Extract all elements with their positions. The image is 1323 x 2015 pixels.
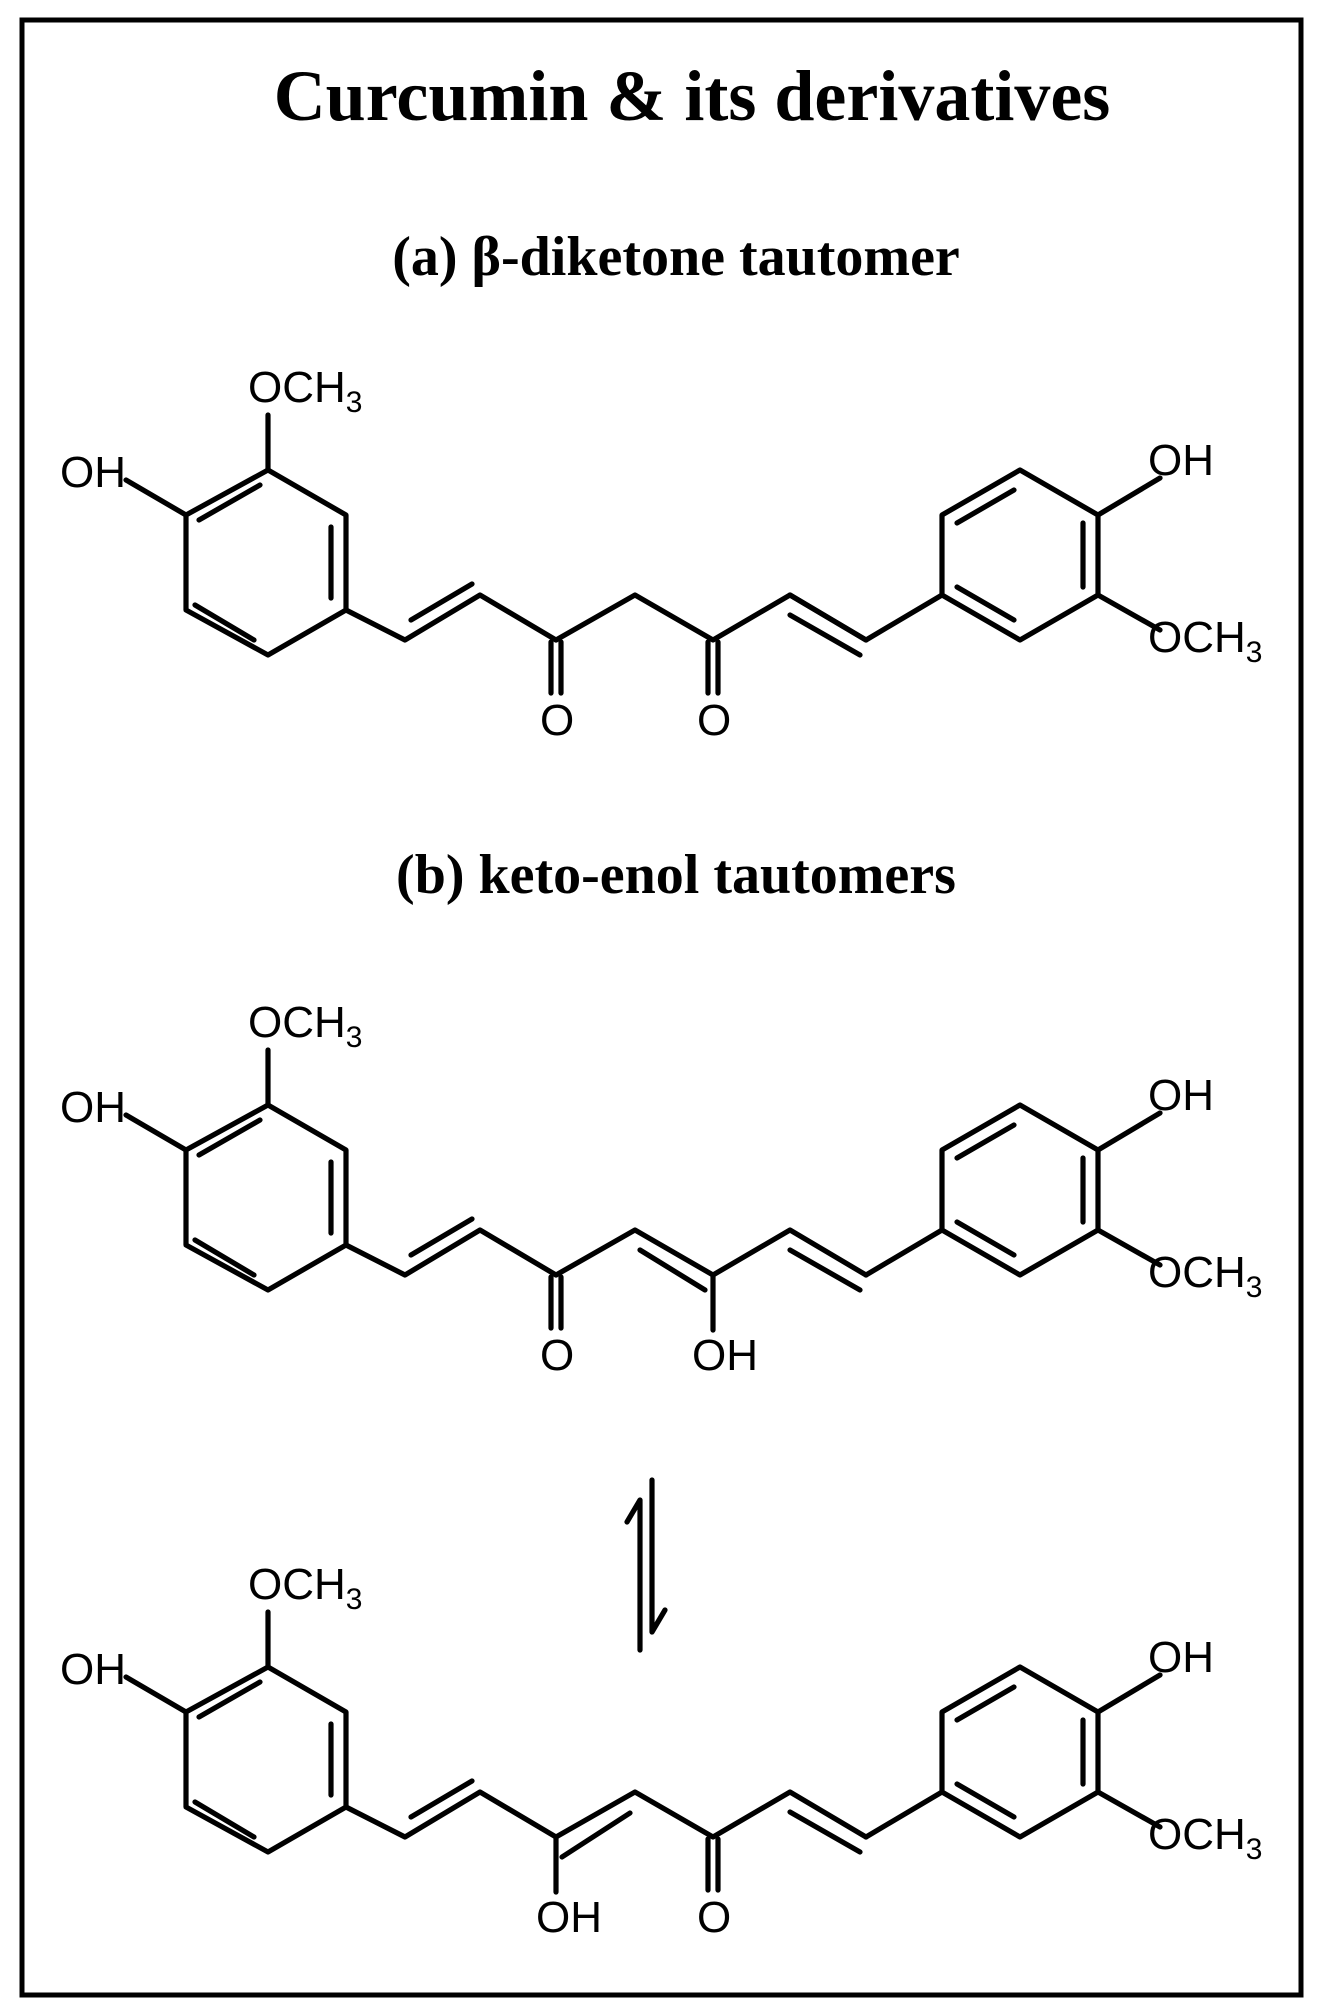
left-ring-inner-bonds bbox=[192, 1679, 334, 1840]
c5-carbonyl-bond bbox=[705, 639, 721, 696]
diketone-right-oh-label: OH bbox=[1148, 436, 1214, 485]
diketone-left-oh-label: OH bbox=[60, 448, 126, 497]
diketone-left-och3-label: OCH3 bbox=[248, 363, 362, 419]
right-ome-bond bbox=[1095, 592, 1163, 633]
figure-title: Curcumin & its derivatives bbox=[274, 56, 1111, 136]
enol-1-c5-hydroxyl-label: OH bbox=[692, 1331, 758, 1380]
enol-2-c3-hydroxyl-label: OH bbox=[536, 1893, 602, 1942]
c3-carbonyl-bond bbox=[548, 1274, 564, 1331]
left-vinyl-bonds bbox=[343, 581, 559, 643]
right-ring-bonds bbox=[939, 1102, 1101, 1278]
equilibrium-arrow-icon bbox=[624, 1477, 668, 1653]
right-vinyl-bonds bbox=[787, 1227, 945, 1293]
enol-2-left-oh-label: OH bbox=[60, 1645, 126, 1694]
enol-1-c3-oxygen-label: O bbox=[540, 1331, 574, 1380]
c3-carbonyl-bond bbox=[548, 639, 564, 696]
diketone-structure: OH OCH3 OH OCH3 O O bbox=[60, 363, 1262, 745]
left-vinyl-bonds bbox=[343, 1216, 559, 1278]
figure-border bbox=[19, 17, 1304, 1998]
right-oh-bond bbox=[1095, 1672, 1163, 1715]
enol-2-right-och3-label: OCH3 bbox=[1148, 1810, 1262, 1866]
right-ome-bond bbox=[1095, 1227, 1163, 1268]
right-ring-inner-bonds bbox=[954, 1684, 1086, 1820]
enol-chain-bonds bbox=[553, 1789, 869, 1860]
left-oh-bond bbox=[123, 1674, 189, 1715]
enol-1-left-oh-label: OH bbox=[60, 1083, 126, 1132]
left-ring-bonds bbox=[183, 467, 349, 658]
left-ring-bonds bbox=[183, 1664, 349, 1855]
left-ring-inner-bonds bbox=[192, 1117, 334, 1278]
enol-1-right-oh-label: OH bbox=[1148, 1071, 1214, 1120]
left-oh-bond bbox=[123, 477, 189, 518]
c5-carbonyl-bond bbox=[705, 1836, 721, 1893]
right-ome-bond bbox=[1095, 1789, 1163, 1830]
right-oh-bond bbox=[1095, 1110, 1163, 1153]
enol-2-c5-oxygen-label: O bbox=[697, 1893, 731, 1942]
left-ring-inner-bonds bbox=[192, 482, 334, 643]
right-vinyl-bonds bbox=[787, 592, 945, 658]
section-b-heading: (b) keto-enol tautomers bbox=[396, 844, 956, 906]
enol-1-right-och3-label: OCH3 bbox=[1148, 1248, 1262, 1304]
section-a-heading: (a) β-diketone tautomer bbox=[392, 226, 960, 288]
right-ring-bonds bbox=[939, 1664, 1101, 1840]
right-vinyl-bonds bbox=[787, 1789, 945, 1855]
right-ring-inner-bonds bbox=[954, 1122, 1086, 1258]
left-oh-bond bbox=[123, 1112, 189, 1153]
right-ring-bonds bbox=[939, 467, 1101, 643]
enol-2-left-och3-label: OCH3 bbox=[248, 1560, 362, 1616]
right-ring-inner-bonds bbox=[954, 487, 1086, 623]
enol-2-structure: OH OCH3 OH OCH3 OH O bbox=[60, 1560, 1262, 1942]
left-ring-bonds bbox=[183, 1102, 349, 1293]
enol-1-structure: OH OCH3 OH OCH3 O OH bbox=[60, 998, 1262, 1380]
enol-2-right-oh-label: OH bbox=[1148, 1633, 1214, 1682]
left-vinyl-bonds bbox=[343, 1778, 559, 1840]
right-oh-bond bbox=[1095, 475, 1163, 518]
enol-1-left-och3-label: OCH3 bbox=[248, 998, 362, 1054]
diketone-right-och3-label: OCH3 bbox=[1148, 613, 1262, 669]
diketone-c5-oxygen-label: O bbox=[697, 696, 731, 745]
diketone-c3-oxygen-label: O bbox=[540, 696, 574, 745]
